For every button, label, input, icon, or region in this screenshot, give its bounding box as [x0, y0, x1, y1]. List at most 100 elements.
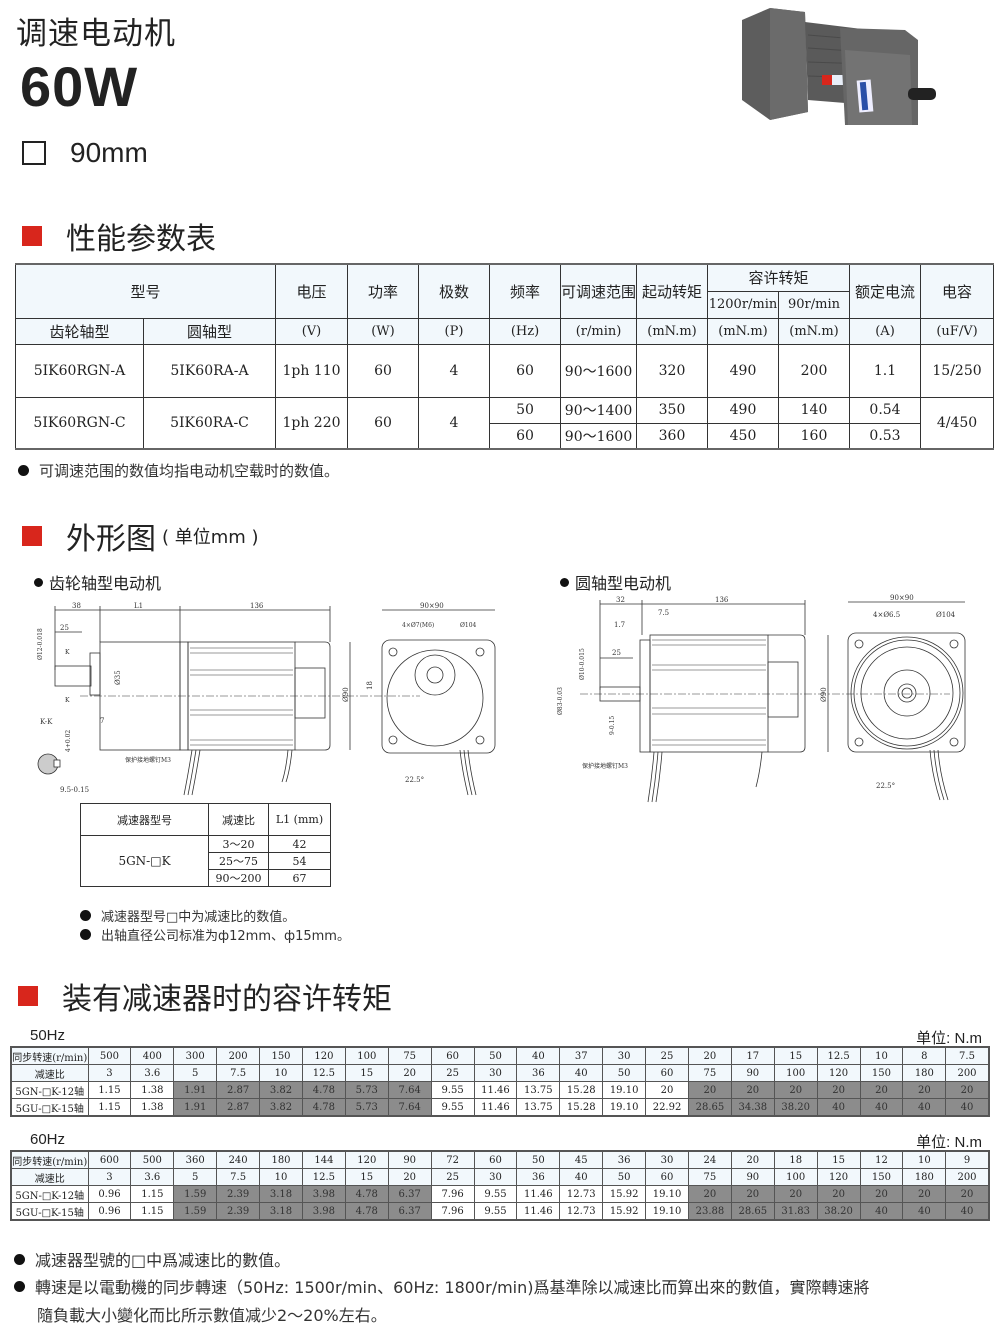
- cell: 1.15: [87, 1098, 132, 1117]
- cell: 5: [173, 1168, 218, 1186]
- cell: 50: [489, 396, 561, 424]
- cell: 19.10: [645, 1202, 689, 1221]
- section-torque-heading: 装有减速器时的容许转矩: [18, 974, 392, 1018]
- note-reducer-model: 减速器型號的□中爲减速比的數值。: [14, 1247, 290, 1271]
- cell: 40: [859, 1098, 904, 1117]
- dim-label: 32: [616, 596, 625, 604]
- cell: 5IK60RGN-A: [15, 343, 144, 398]
- cell: 1.15: [87, 1081, 132, 1099]
- cell: 15.28: [559, 1098, 604, 1117]
- product-title: 调速电动机: [16, 16, 176, 52]
- cell: 6.37: [387, 1202, 432, 1221]
- cell: 7.96: [430, 1202, 475, 1221]
- cell: 40: [945, 1098, 990, 1117]
- cell: 13.75: [516, 1081, 561, 1099]
- cell: 20: [730, 1150, 775, 1169]
- cell: 3.82: [259, 1081, 303, 1099]
- cell: 11.46: [473, 1098, 518, 1117]
- gear-motor-subtitle: 齿轮轴型电动机: [34, 570, 161, 594]
- cell: 3～20: [208, 835, 269, 853]
- note-text: 轉速是以電動機的同步轉速（50Hz: 1500r/min、60Hz: 1800r…: [35, 1278, 870, 1297]
- cell: 120: [344, 1150, 389, 1169]
- cell: 360: [173, 1150, 218, 1169]
- cell: 140: [778, 396, 851, 424]
- cell: 30: [602, 1046, 647, 1065]
- cell: 200: [945, 1064, 990, 1082]
- cell: 90～1600: [559, 343, 638, 398]
- cell: 30: [645, 1150, 689, 1169]
- cell: 180: [902, 1064, 947, 1082]
- cell: 36: [516, 1064, 561, 1082]
- cell: 30: [473, 1168, 518, 1186]
- section-title: 装有减速器时的容许转矩: [62, 982, 392, 1017]
- cell: 3.98: [301, 1202, 346, 1221]
- cell: 360: [636, 422, 709, 450]
- cell: 1.15: [130, 1202, 175, 1221]
- cell: 60: [489, 343, 561, 398]
- dim-label: 136: [715, 596, 729, 604]
- cell: 7.5: [945, 1046, 990, 1065]
- cell: 75: [687, 1064, 732, 1082]
- power-rating: 60W: [20, 55, 139, 118]
- note-reducer: 减速器型号□中为减速比的数值。: [80, 906, 295, 925]
- cell: 1ph 110: [275, 343, 348, 398]
- cell: 490: [707, 396, 780, 424]
- cell: 320: [636, 343, 709, 398]
- cell: 20: [859, 1081, 904, 1099]
- cell: 19.10: [602, 1098, 647, 1117]
- cell: 3.6: [130, 1168, 175, 1186]
- th-rated-current: 额定电流: [849, 263, 922, 319]
- bullet-icon: [560, 577, 569, 587]
- cell: 100: [773, 1168, 818, 1186]
- cell: 10: [259, 1064, 303, 1082]
- cell: 120: [816, 1168, 861, 1186]
- dim-label: 7.5: [658, 609, 669, 617]
- cell: 11.46: [516, 1185, 561, 1203]
- cell: 4.78: [344, 1185, 389, 1203]
- cell: 15.92: [602, 1202, 647, 1221]
- cell: 60: [430, 1046, 475, 1065]
- cell: 150: [259, 1046, 303, 1065]
- cell: 40: [945, 1202, 990, 1221]
- th-capacitor: 电容: [920, 263, 995, 319]
- subtitle-text: 圆轴型电动机: [575, 574, 672, 593]
- unit-v: (V): [275, 317, 348, 345]
- cell: 9.55: [473, 1185, 518, 1203]
- cell: 75: [687, 1168, 732, 1186]
- bullet-icon: [80, 929, 91, 940]
- cell: 0.96: [87, 1202, 132, 1221]
- cell: 5IK60RA-C: [143, 396, 276, 450]
- section-title: 外形图: [66, 522, 156, 557]
- cell: 40: [559, 1064, 604, 1082]
- dim-label: 25: [612, 649, 621, 657]
- dim-label: K-K: [40, 718, 53, 726]
- cell: 3.6: [130, 1064, 175, 1082]
- cell: 4.78: [344, 1202, 389, 1221]
- th-frequency: 频率: [489, 263, 561, 319]
- table-row: 5IK60RGN-A 5IK60RA-A 1ph 110 60 4 60 90～…: [15, 343, 995, 398]
- cell: 2.87: [216, 1081, 261, 1099]
- unit-label: 单位: N.m: [916, 1030, 982, 1047]
- cell: 12: [859, 1150, 904, 1169]
- cell: 1.59: [173, 1202, 218, 1221]
- cell: 24: [687, 1150, 732, 1169]
- cell: 15: [816, 1150, 861, 1169]
- cell: 2.39: [216, 1202, 261, 1221]
- cell: 400: [130, 1046, 175, 1065]
- cell: 20: [902, 1185, 947, 1203]
- cell: 5: [173, 1064, 218, 1082]
- dim-label: 1.7: [614, 621, 625, 629]
- cell: 60: [473, 1150, 518, 1169]
- cell: 5IK60RGN-C: [15, 396, 144, 450]
- dim-label: 25: [60, 624, 69, 632]
- cell: 144: [301, 1150, 346, 1169]
- cell: 38.20: [773, 1098, 818, 1117]
- cell: 40: [902, 1098, 947, 1117]
- note-speed-range: 可调速范围的数值均指电动机空载时的数值。: [18, 460, 339, 481]
- cell: 5.73: [344, 1081, 389, 1099]
- bullet-icon: [80, 910, 91, 921]
- cell: 60: [347, 396, 419, 450]
